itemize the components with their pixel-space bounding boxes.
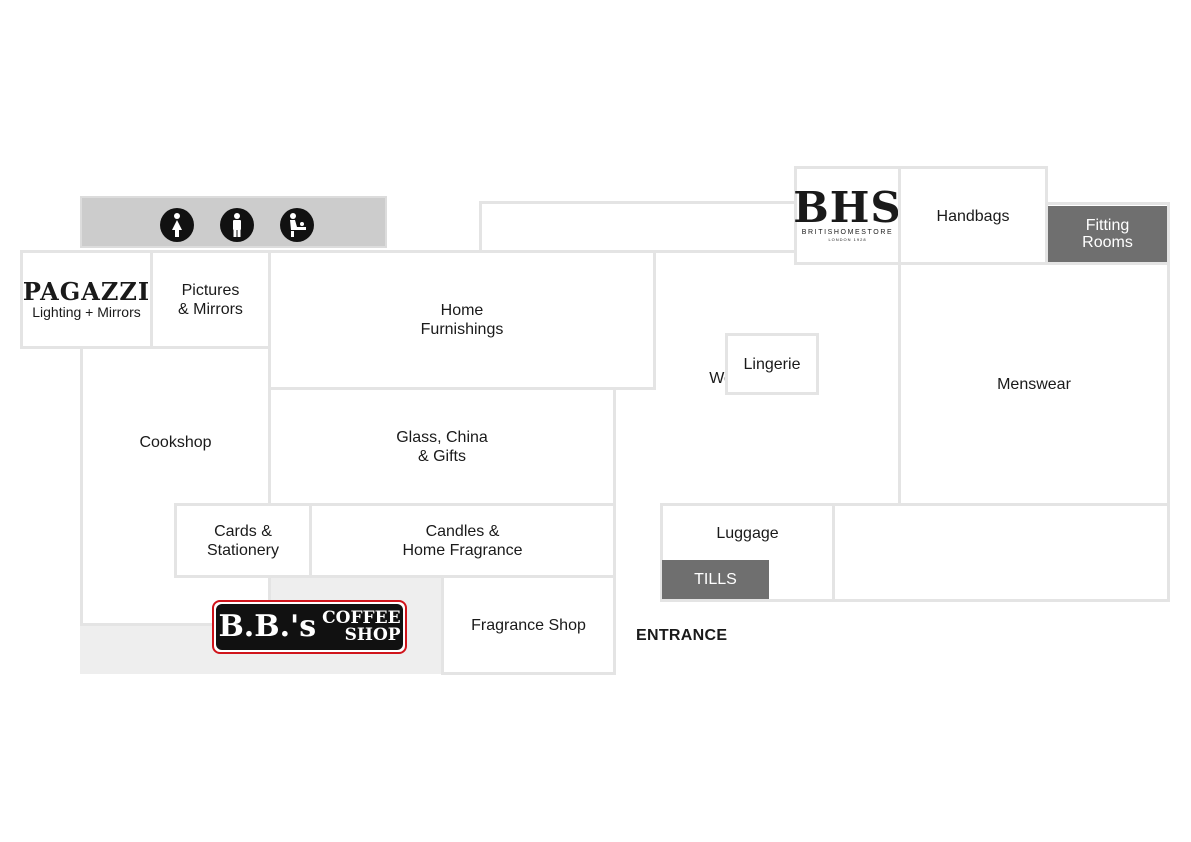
pictures-mirrors-label: Pictures & Mirrors (178, 281, 243, 318)
bhs-tagline: BRITISHOMESTORE (801, 229, 894, 236)
luggage-label: Luggage (716, 525, 779, 542)
pagazzi-logo: PAGAZZI (22, 276, 151, 306)
handbags-label: Handbags (936, 208, 1010, 225)
coffee-shop-line1: COFFEE (322, 608, 401, 628)
coffee-shop-name: B.B.'s (218, 609, 317, 644)
fragrance-shop-label: Fragrance Shop (471, 616, 586, 634)
pictures-mirrors-zone[interactable]: Pictures & Mirrors (150, 250, 271, 349)
fragrance-shop-zone[interactable]: Fragrance Shop (441, 575, 616, 675)
walkway-zone (613, 503, 664, 578)
fitting-rooms[interactable]: Fitting Rooms (1048, 206, 1167, 262)
home-furnishings-zone[interactable]: Home Furnishings (268, 250, 656, 390)
coffee-shop-line2: SHOP (344, 625, 401, 645)
glass-china-zone[interactable]: Glass, China & Gifts (268, 387, 616, 506)
bhs-logo: BHS (793, 183, 902, 232)
menswear-zone[interactable]: Menswear (898, 262, 1170, 506)
female-toilet-icon[interactable] (160, 208, 194, 242)
pagazzi-sub: Lighting + Mirrors (32, 303, 141, 320)
coffee-shop-logo[interactable]: B.B.'s COFFEE SHOP (212, 600, 407, 654)
cookshop-label: Cookshop (139, 434, 212, 451)
home-furnishings-label: Home Furnishings (420, 302, 504, 338)
bhs-sub: LONDON 1928 (828, 237, 867, 242)
menswear-label: Menswear (997, 375, 1071, 393)
cards-stationery-label: Cards & Stationery (206, 522, 280, 559)
lingerie-label: Lingerie (743, 355, 801, 373)
entrance-label: ENTRANCE (636, 627, 728, 644)
candles-label: Candles & Home Fragrance (402, 522, 523, 559)
cards-stationery-zone[interactable]: Cards & Stationery (174, 503, 312, 578)
toilets-bar (80, 196, 387, 248)
bhs-zone[interactable]: BHS BRITISHOMESTORE LONDON 1928 (793, 166, 902, 265)
candles-zone[interactable]: Candles & Home Fragrance (309, 503, 616, 578)
tills-label: TILLS (694, 571, 737, 588)
baby-change-icon[interactable] (280, 208, 314, 242)
pagazzi-zone[interactable]: PAGAZZI Lighting + Mirrors (20, 250, 153, 349)
lingerie-zone[interactable]: Lingerie (725, 333, 819, 395)
handbags-zone[interactable]: Handbags (898, 166, 1048, 265)
male-toilet-icon[interactable] (220, 208, 254, 242)
cookshop-zone[interactable]: Cookshop (80, 346, 271, 626)
tills-counter[interactable]: TILLS (662, 560, 769, 599)
empty-unit-zone (832, 503, 1170, 602)
upper-corridor (479, 201, 799, 253)
glass-china-label: Glass, China & Gifts (396, 428, 488, 465)
fitting-rooms-label: Fitting Rooms (1082, 217, 1133, 251)
